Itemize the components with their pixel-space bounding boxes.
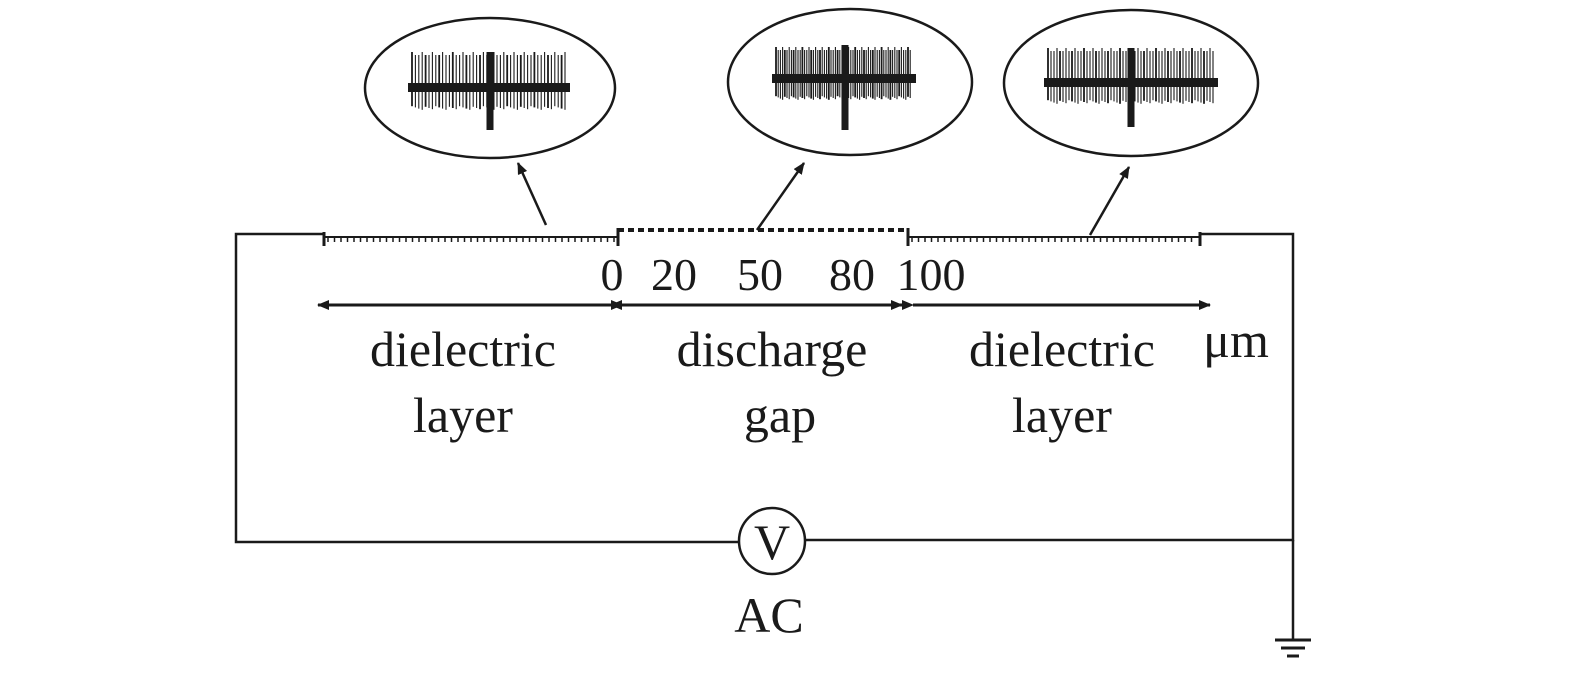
unit-label: μm (1203, 312, 1269, 368)
ruler-minor-ticks (327, 237, 1193, 242)
tick-label-0: 0 (601, 249, 624, 300)
tick-label-20: 20 (651, 249, 697, 300)
gap-region-label-line2: gap (744, 387, 816, 443)
inset-pointers (516, 162, 1131, 236)
ruler (322, 228, 1202, 246)
source-label: AC (734, 587, 803, 643)
filament-stem (486, 52, 494, 130)
left-inset-filaments (408, 52, 570, 130)
source-circle (737, 506, 807, 576)
insets (363, 7, 1260, 160)
middle-inset-filaments (772, 45, 916, 130)
circuit-wires (234, 232, 1295, 640)
left-wire (234, 232, 740, 544)
ground-icon (1275, 638, 1311, 658)
right-inset-pointer (1088, 166, 1131, 236)
left-inset-pointer (516, 162, 548, 226)
middle-inset-pointer (755, 162, 806, 231)
filament-stem (1127, 48, 1135, 127)
source-symbol: V (754, 514, 790, 570)
right-region-label-line1: dielectric (969, 321, 1155, 377)
middle-filament-inset (726, 7, 974, 157)
ac-voltage-source: V AC (734, 506, 807, 643)
right-region-label-line2: layer (1012, 387, 1112, 443)
scale-labels: 0 20 50 80 100 (601, 249, 966, 300)
right-inset-filaments (1044, 48, 1218, 127)
tick-label-80: 80 (829, 249, 875, 300)
tick-label-100: 100 (897, 249, 966, 300)
left-region-label-line1: dielectric (370, 321, 556, 377)
left-filament-inset (363, 16, 617, 160)
filament-stem (841, 45, 849, 130)
left-region-label-line2: layer (413, 387, 513, 443)
right-wire (806, 232, 1295, 542)
region-labels: dielectric layer discharge gap dielectri… (370, 321, 1155, 443)
tick-label-50: 50 (737, 249, 783, 300)
gap-region-label-line1: discharge (677, 321, 868, 377)
right-filament-inset (1002, 8, 1260, 158)
